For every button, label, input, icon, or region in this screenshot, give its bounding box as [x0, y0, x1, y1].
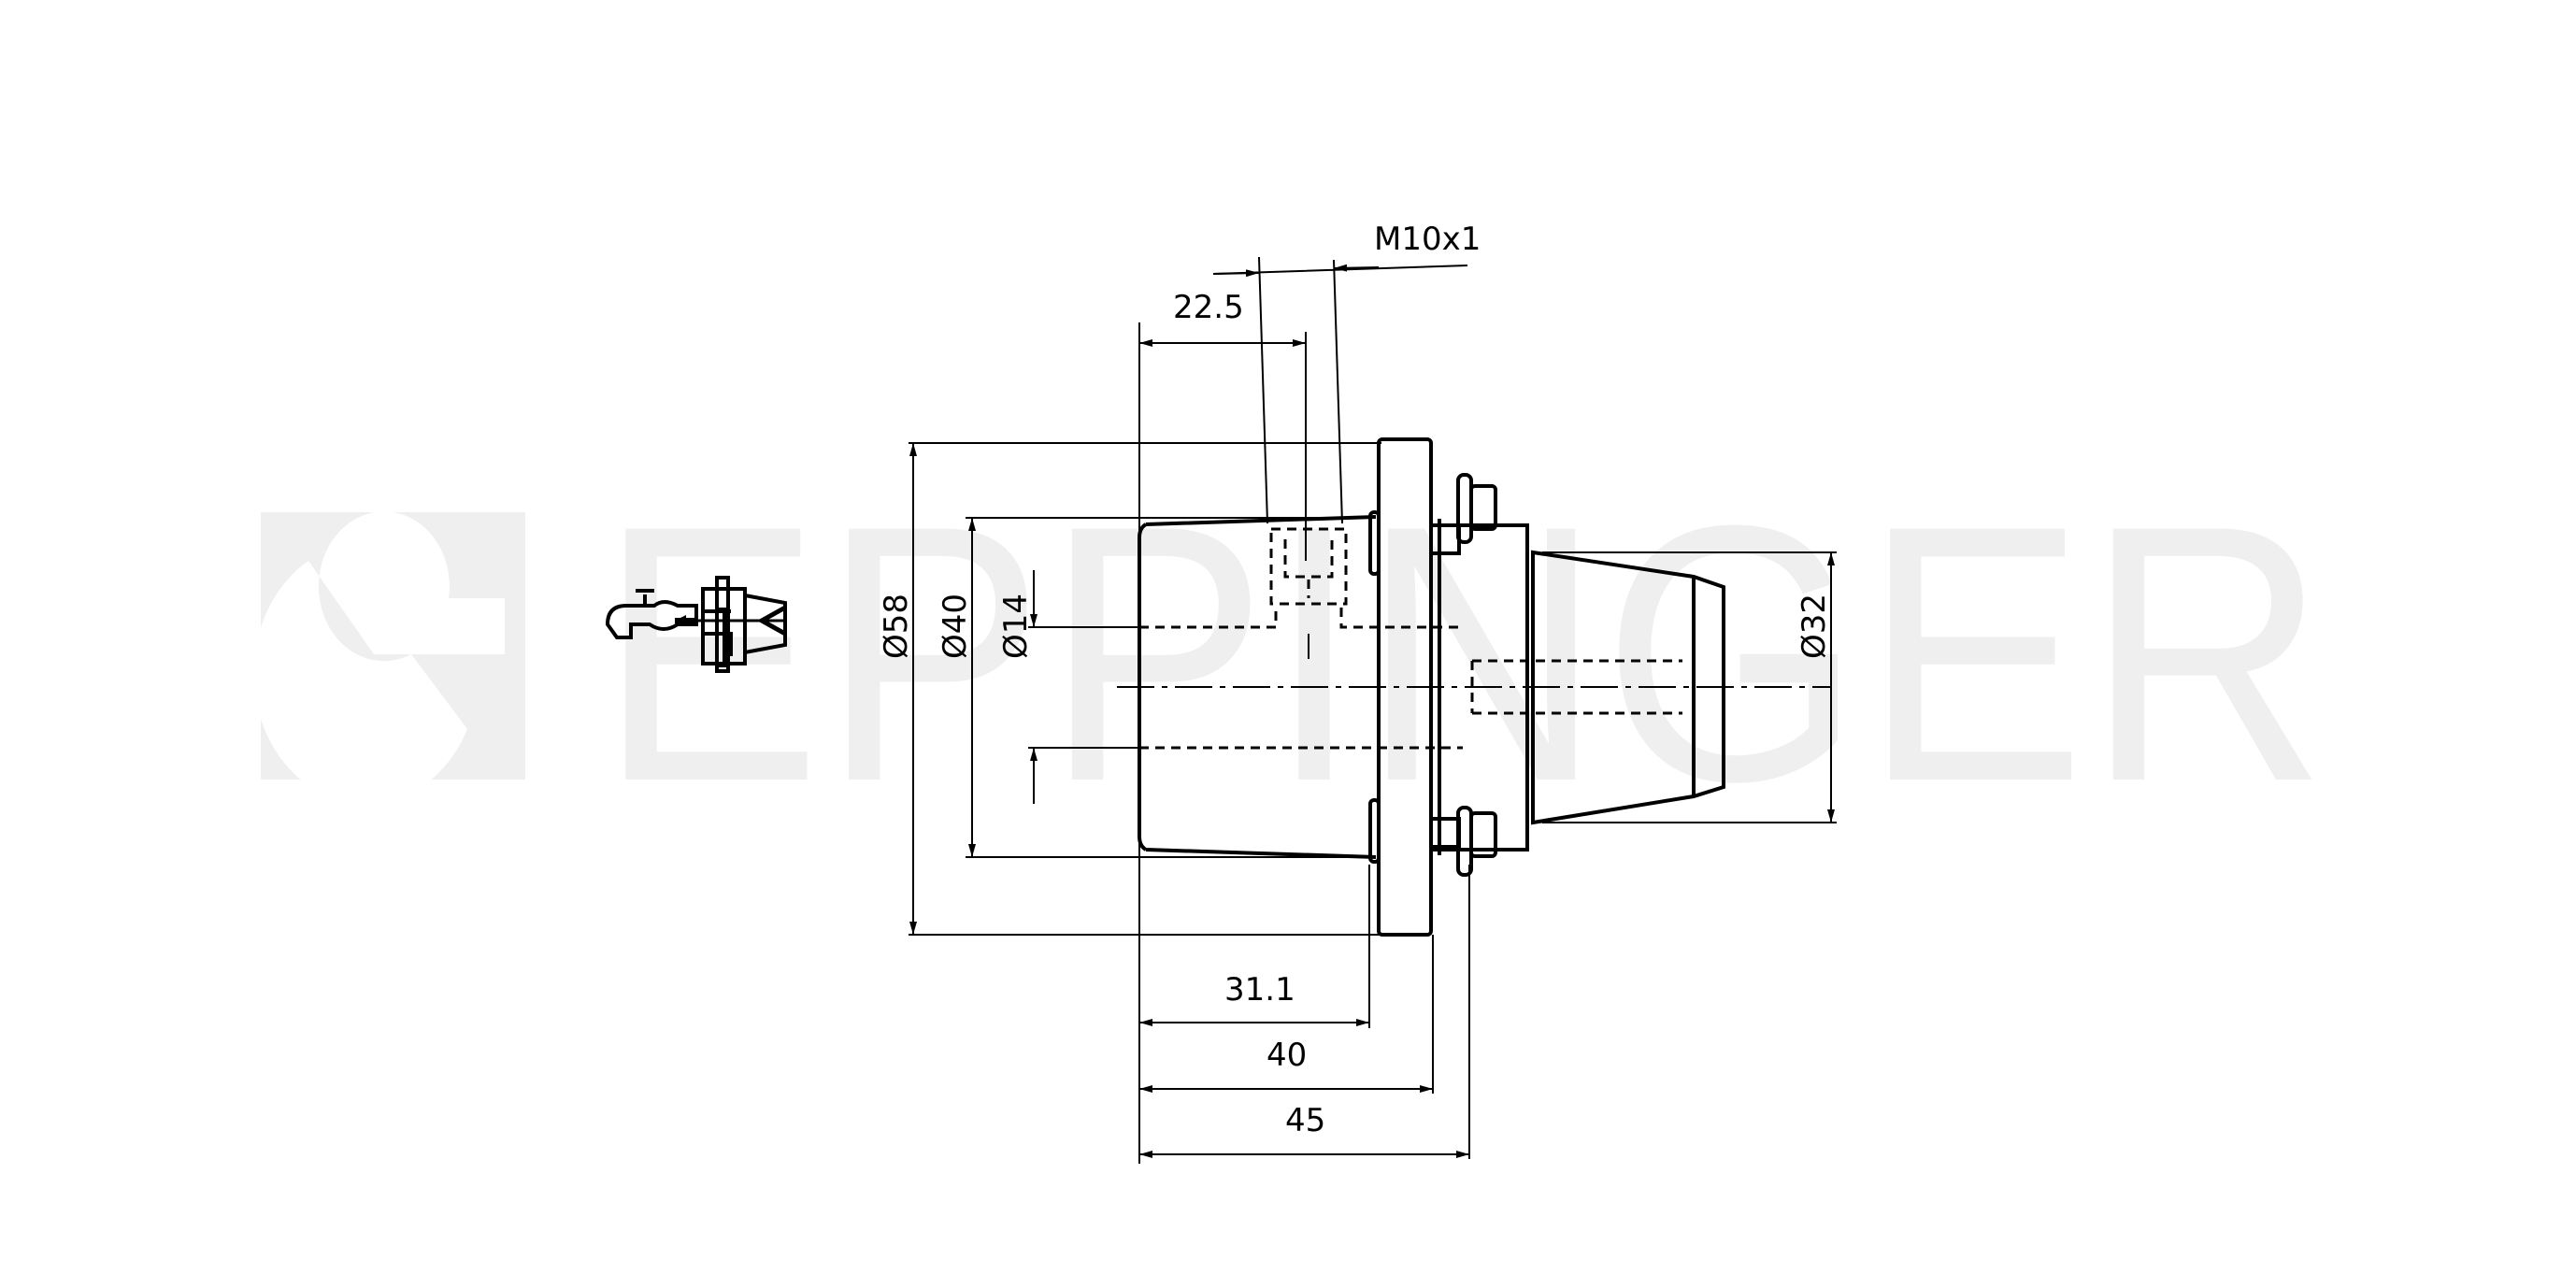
dimension-lines [909, 256, 1837, 1164]
watermark-text: EPPINGER [598, 450, 2327, 857]
dim-31-1-label: 31.1 [1224, 971, 1295, 1009]
dim-dia14-label: Ø14 [997, 594, 1035, 659]
dim-40-label: 40 [1267, 1037, 1307, 1074]
logo-e-mark [253, 511, 505, 805]
dim-thread-label: M10x1 [1374, 221, 1481, 258]
tool-holder-icon [675, 576, 787, 673]
dim-45-label: 45 [1285, 1102, 1325, 1139]
dim-dia40-label: Ø40 [937, 594, 974, 659]
dim-dia58-label: Ø58 [878, 594, 915, 659]
dim-dia32-label: Ø32 [1796, 594, 1833, 659]
eppinger-watermark: EPPINGER [253, 450, 2327, 857]
faucet-icon [605, 589, 698, 639]
dim-22-5-label: 22.5 [1173, 289, 1244, 326]
